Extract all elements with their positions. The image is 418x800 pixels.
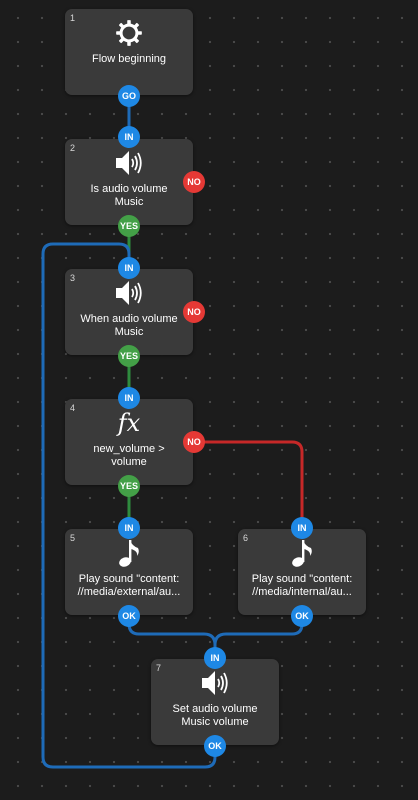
port-go-node-1[interactable]: GO [118, 85, 140, 107]
wire-5-to-7 [127, 616, 217, 658]
node-play-sound-internal[interactable]: 6 Play sound "content: //media/internal/… [238, 529, 366, 615]
speaker-icon [65, 278, 193, 308]
port-yes-node-4[interactable]: YES [118, 475, 140, 497]
node-number: 1 [70, 13, 76, 23]
port-in-node-4[interactable]: IN [118, 387, 140, 409]
port-ok-node-6[interactable]: OK [291, 605, 313, 627]
port-no-node-4[interactable]: NO [183, 431, 205, 453]
port-ok-node-7[interactable]: OK [204, 735, 226, 757]
port-no-node-2[interactable]: NO [183, 171, 205, 193]
function-icon: fx [65, 408, 193, 438]
speaker-icon [65, 148, 193, 178]
node-number: 5 [70, 533, 76, 543]
wire-4-no-to-6 [194, 440, 304, 528]
port-no-node-3[interactable]: NO [183, 301, 205, 323]
port-in-node-6[interactable]: IN [291, 517, 313, 539]
music-note-icon [65, 538, 193, 568]
wire-7-loop-to-3 [41, 242, 217, 769]
node-play-sound-external[interactable]: 5 Play sound "content: //media/external/… [65, 529, 193, 615]
node-expression[interactable]: 4 fx new_volume > volume [65, 399, 193, 485]
node-number: 7 [156, 663, 162, 673]
node-label: new_volume > volume [93, 443, 165, 468]
port-yes-node-2[interactable]: YES [118, 215, 140, 237]
node-number: 2 [70, 143, 76, 153]
port-in-node-5[interactable]: IN [118, 517, 140, 539]
node-set-audio-volume[interactable]: 7 Set audio volume Music volume [151, 659, 279, 745]
node-is-audio-volume[interactable]: 2 Is audio volume Music [65, 139, 193, 225]
wire-6-to-7 [213, 616, 304, 646]
node-flow-beginning[interactable]: 1 Flow beginning [65, 9, 193, 95]
node-label: Play sound "content: //media/external/au… [77, 573, 181, 598]
port-in-node-2[interactable]: IN [118, 126, 140, 148]
port-in-node-3[interactable]: IN [118, 257, 140, 279]
node-when-audio-volume[interactable]: 3 When audio volume Music [65, 269, 193, 355]
node-number: 4 [70, 403, 76, 413]
node-label: Set audio volume Music volume [172, 703, 258, 728]
port-ok-node-5[interactable]: OK [118, 605, 140, 627]
music-note-icon [238, 538, 366, 568]
node-number: 6 [243, 533, 249, 543]
port-yes-node-3[interactable]: YES [118, 345, 140, 367]
node-label: Play sound "content: //media/internal/au… [251, 573, 353, 598]
gear-icon [65, 18, 193, 48]
node-number: 3 [70, 273, 76, 283]
node-label: Flow beginning [92, 53, 166, 65]
node-label: When audio volume Music [80, 313, 178, 338]
port-in-node-7[interactable]: IN [204, 647, 226, 669]
speaker-icon [151, 668, 279, 698]
node-label: Is audio volume Music [90, 183, 168, 208]
function-icon-text: fx [117, 409, 141, 437]
